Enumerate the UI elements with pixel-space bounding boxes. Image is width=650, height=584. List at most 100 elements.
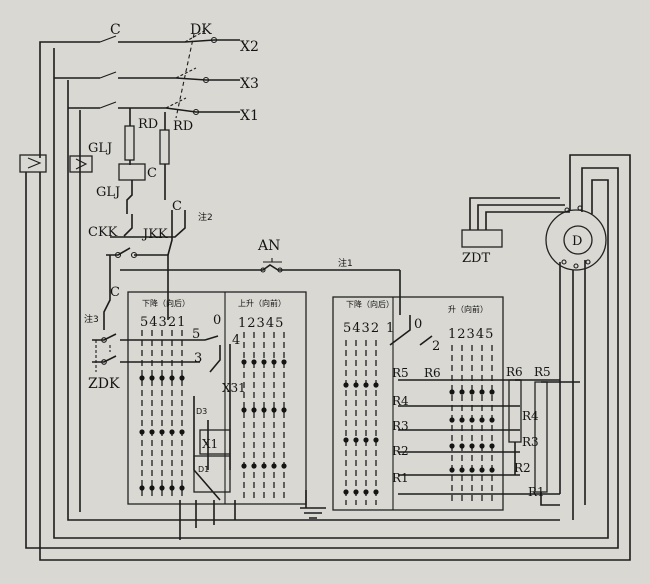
left-pos-4: 4 [232,333,240,348]
label-x3: X3 [240,76,259,92]
label-x31: X31 [222,381,246,395]
contact-dot [449,389,455,395]
contact-dot [149,429,155,435]
contact-dot [373,382,379,388]
contact-dot [281,407,287,413]
left-controller [127,291,307,540]
label-an: AN [257,238,280,254]
right-up-title: 升（向前） [448,304,488,314]
contact-dot [363,437,369,443]
label-c-mid: C [172,199,182,214]
left-up-numbers: 12345 [238,316,284,331]
contact-dot [261,463,267,469]
contact-dot [179,375,185,381]
contact-dot [373,437,379,443]
contact-r6: R6 [424,366,441,380]
right-pos-1: 1 [386,321,394,336]
contact-r4: R4 [392,394,409,408]
relay-glj [118,163,146,237]
left-contact-matrix [139,330,287,500]
control-switches [103,210,401,330]
contact-dot [159,429,165,435]
label-note1: 注1 [338,257,353,269]
contact-dot [139,485,145,491]
label-c-low: C [110,285,120,300]
contact-dot [489,467,495,473]
label-d1: D1 [198,465,209,474]
contact-dot [281,359,287,365]
right-contact-matrix [343,340,495,505]
contact-r3: R3 [392,419,409,433]
labels: C DK X2 X3 X1 RD RD GLJ GLJ C C CKK JKK … [84,22,582,499]
resistor-r6: R6 [506,365,523,379]
motor-assembly [461,197,607,271]
indicator-lamps [19,154,93,173]
contact-dot [479,467,485,473]
contact-dot [251,407,257,413]
right-pos-0: 0 [414,317,422,332]
contact-dot [241,463,247,469]
contact-dot [261,407,267,413]
contact-dot [469,467,475,473]
contact-r2: R2 [392,444,409,458]
left-down-title: 下降（向后） [142,298,190,308]
contact-dot [139,375,145,381]
label-ckk: CKK [88,225,118,240]
label-dk: DK [190,22,212,38]
label-zdk: ZDK [88,376,120,392]
zdk-contacts [92,333,205,372]
left-up-title: 上升（向前） [238,298,286,308]
main-contacts [99,29,218,119]
resistor-r5: R5 [534,365,551,379]
resistor-r1: R1 [528,485,545,499]
contact-dot [241,407,247,413]
left-pos-3: 3 [194,351,202,366]
label-zdt: ZDT [462,251,490,266]
label-rd-right: RD [173,119,193,134]
contact-dot [449,417,455,423]
contact-dot [139,429,145,435]
label-d3: D3 [196,407,207,416]
contact-dot [251,463,257,469]
label-note2: 注2 [198,211,213,223]
contact-dot [179,485,185,491]
label-glj-lower: GLJ [96,185,120,200]
resistor-r3: R3 [522,435,539,449]
contact-dot [459,443,465,449]
contact-dot [449,443,455,449]
contact-dot [169,485,175,491]
contact-dot [169,429,175,435]
left-down-numbers: 54321 [140,315,186,330]
contact-dot [343,489,349,495]
contact-dot [159,485,165,491]
label-x2: X2 [240,39,259,55]
contact-dot [353,489,359,495]
contact-dot [479,389,485,395]
resistor-r2: R2 [514,461,531,475]
label-jkk: JKK [141,227,168,242]
contact-dot [449,467,455,473]
contact-dot [373,489,379,495]
contact-dot [343,437,349,443]
label-note3: 注3 [84,313,99,325]
contact-dot [261,359,267,365]
outer-wires [25,39,631,561]
label-x1-low: X1 [202,437,218,451]
contact-dot [363,382,369,388]
contact-r1: R1 [392,471,409,485]
fuses [124,108,170,200]
contact-dot [479,443,485,449]
contact-dot [251,359,257,365]
contact-dot [159,375,165,381]
contact-dot [149,375,155,381]
contact-dot [469,417,475,423]
label-motor: D [572,234,582,249]
right-down-numbers: 5432 [343,321,380,336]
resistor-ladder [508,260,586,520]
left-pos-5: 5 [192,327,200,342]
contact-dot [489,443,495,449]
label-c-coil: C [147,166,157,181]
label-rd-left: RD [138,117,158,132]
